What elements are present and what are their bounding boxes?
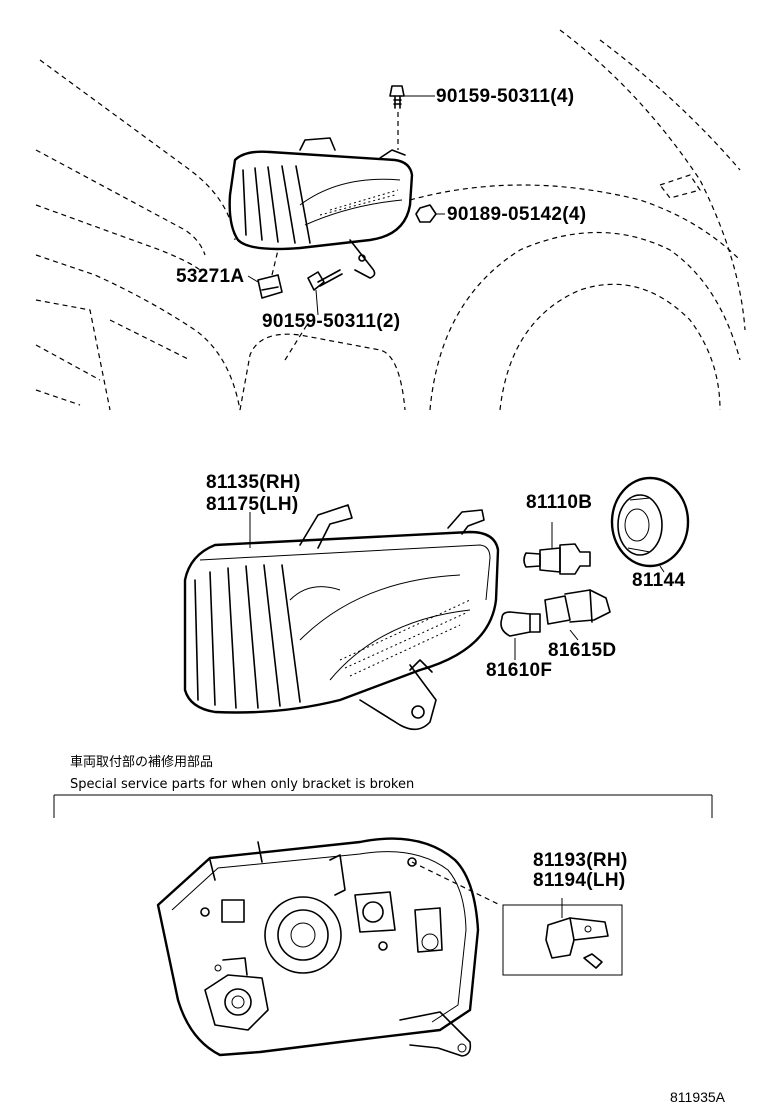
nut-right-label: 90189-05142(4) <box>447 204 586 225</box>
headlamp-assembly <box>183 504 500 731</box>
turn-socket-icon <box>544 589 611 641</box>
note-japanese: 車両取付部の補修用部品 <box>70 755 213 770</box>
clip-label: 53271A <box>176 266 244 287</box>
socket-cover-icon <box>610 476 690 573</box>
vehicle-body-outline <box>35 29 746 411</box>
bracket-lh-label: 81194(LH) <box>533 870 625 891</box>
bulb-turn-label: 81610F <box>486 660 552 681</box>
socket-cover-label: 81144 <box>632 570 685 591</box>
bolt-bottom-label: 90159-50311(2) <box>262 311 400 332</box>
bracket-rh-label: 81193(RH) <box>533 850 628 871</box>
bolt-top-label: 90159-50311(4) <box>436 86 574 107</box>
bracket-kit-box <box>502 898 623 976</box>
bolt-top-icon <box>389 85 435 150</box>
figure-id: 811935A <box>670 1089 726 1105</box>
bolt-bottom-icon <box>307 269 343 316</box>
bulb-head-label: 81110B <box>526 492 592 513</box>
headlamp-installed-view <box>228 137 414 279</box>
headlamp-bulb-icon <box>523 522 591 575</box>
housing-rear-view <box>156 837 501 1057</box>
turn-bulb-icon <box>500 611 541 660</box>
note-english: Special service parts for when only brac… <box>70 777 414 792</box>
lamp-lh-label: 81175(LH) <box>206 494 298 515</box>
clip-icon <box>247 249 283 299</box>
lamp-rh-label: 81135(RH) <box>206 472 301 493</box>
socket-turn-label: 81615D <box>548 640 616 661</box>
nut-right-icon <box>415 204 445 223</box>
